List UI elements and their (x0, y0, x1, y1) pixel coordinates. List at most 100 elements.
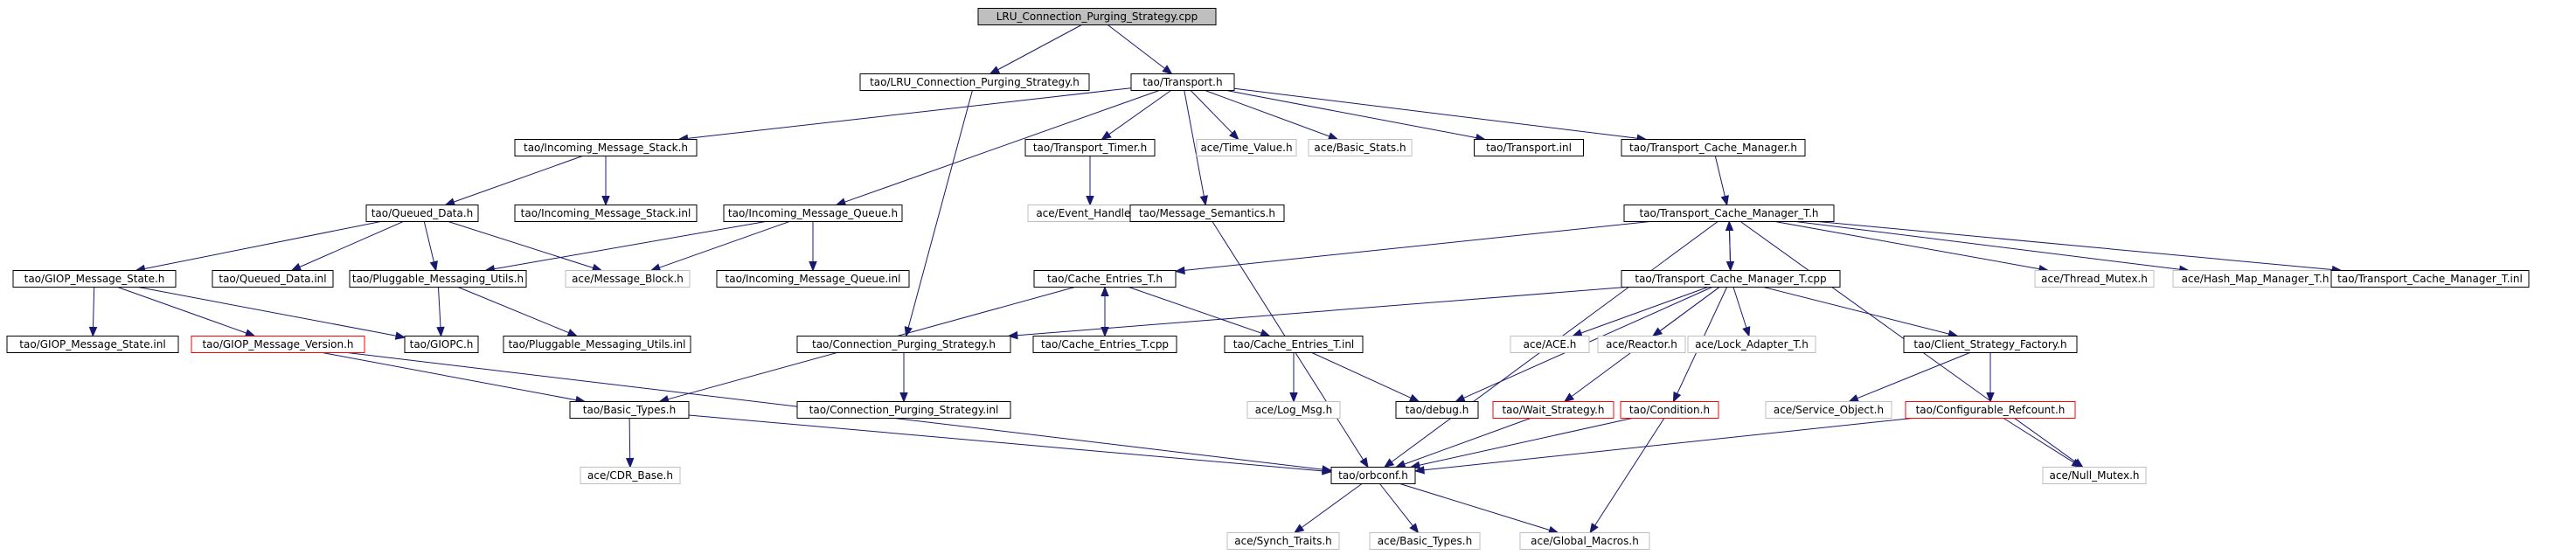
edge-n9-to-n16 (290, 221, 404, 272)
node-label: tao/Message_Semantics.h (1139, 207, 1275, 219)
edge-n45-to-n47 (1293, 483, 1363, 534)
node-n7[interactable]: tao/Transport.inl (1474, 139, 1584, 156)
edge-arrowhead (1086, 196, 1094, 206)
node-box (1129, 205, 1285, 222)
node-n41[interactable]: tao/Condition.h (1620, 401, 1719, 419)
node-box (1621, 270, 1841, 288)
node-n28[interactable]: tao/Pluggable_Messaging_Utils.inl (503, 336, 691, 353)
node-box (859, 73, 1090, 91)
edge-arrowhead (904, 326, 913, 337)
node-n33[interactable]: ace/Reactor.h (1597, 336, 1686, 353)
node-n14[interactable]: tao/Transport_Cache_Manager_T.h (1623, 205, 1835, 222)
edge-line (1108, 90, 1171, 135)
node-n43[interactable]: tao/Configurable_Refcount.h (1905, 401, 2076, 419)
edge-n21-to-n34 (1732, 287, 1751, 337)
node-label: tao/Wait_Strategy.h (1502, 404, 1604, 416)
node-n29[interactable]: tao/Connection_Purging_Strategy.h (796, 336, 1011, 353)
node-n19[interactable]: tao/Incoming_Message_Queue.inl (716, 270, 910, 288)
edge-n29-to-n37 (899, 352, 908, 403)
node-n38[interactable]: ace/Log_Msg.h (1246, 401, 1341, 419)
edge-line (448, 221, 594, 268)
edge-line (1379, 483, 1413, 526)
node-n26[interactable]: tao/GIOP_Message_Version.h (191, 336, 365, 353)
node-n46[interactable]: ace/Null_Mutex.h (2042, 467, 2147, 484)
node-n49[interactable]: ace/Global_Macros.h (1519, 532, 1650, 550)
node-n8[interactable]: tao/Transport_Cache_Manager.h (1621, 139, 1806, 156)
node-n5[interactable]: ace/Time_Value.h (1196, 139, 1297, 156)
edge-n35-to-n43 (1986, 352, 1995, 403)
node-n31[interactable]: tao/Cache_Entries_T.inl (1224, 336, 1364, 353)
node-n47[interactable]: ace/Synch_Traits.h (1226, 532, 1340, 550)
node-n16[interactable]: tao/Queued_Data.inl (212, 270, 334, 288)
edge-n31-to-n39 (1311, 352, 1420, 403)
node-n24[interactable]: tao/Transport_Cache_Manager_T.inl (2330, 270, 2530, 288)
edge-n9-to-n17 (423, 221, 438, 272)
node-n44[interactable]: ace/CDR_Base.h (580, 467, 681, 484)
node-n27[interactable]: tao/GIOPC.h (404, 336, 479, 353)
node-n39[interactable]: tao/debug.h (1395, 401, 1479, 419)
node-label: ace/Message_Block.h (572, 273, 684, 285)
edge-n3-to-n10 (601, 156, 610, 206)
node-n42[interactable]: ace/Service_Object.h (1765, 401, 1892, 419)
edge-n2-to-n13 (1184, 90, 1208, 206)
node-n22[interactable]: ace/Thread_Mutex.h (2034, 270, 2155, 288)
node-n17[interactable]: tao/Pluggable_Messaging_Utils.h (349, 270, 527, 288)
node-n45[interactable]: tao/orbconf.h (1330, 467, 1416, 484)
node-label: tao/debug.h (1406, 404, 1469, 416)
node-n37[interactable]: tao/Connection_Purging_Strategy.inl (796, 401, 1011, 419)
edge-line (1817, 221, 2333, 271)
edge-line (1423, 418, 1913, 471)
node-label: tao/Transport_Cache_Manager_T.inl (2337, 273, 2523, 285)
node-n15[interactable]: tao/GIOP_Message_State.h (12, 270, 177, 288)
edge-line (1233, 87, 1638, 139)
node-box (514, 205, 698, 222)
node-n34[interactable]: ace/Lock_Adapter_T.h (1687, 336, 1816, 353)
edge-line (2003, 418, 2074, 463)
node-n11[interactable]: tao/Incoming_Message_Queue.h (723, 205, 903, 222)
node-n2[interactable]: tao/Transport.h (1130, 73, 1235, 91)
edge-arrowhead (394, 331, 406, 340)
node-n40[interactable]: tao/Wait_Strategy.h (1492, 401, 1614, 419)
edge-n14-to-n24 (1817, 221, 2343, 274)
edge-n30-to-n20 (1101, 286, 1109, 336)
node-label: tao/Basic_Types.h (583, 404, 676, 416)
node-n0[interactable]: LRU_Connection_Purging_Strategy.cpp (977, 8, 1217, 25)
node-n48[interactable]: ace/Basic_Types.h (1369, 532, 1481, 550)
node-n20[interactable]: tao/Cache_Entries_T.h (1033, 270, 1177, 288)
node-n25[interactable]: tao/GIOP_Message_State.inl (6, 336, 179, 353)
node-box (1905, 401, 2076, 419)
node-label: tao/Pluggable_Messaging_Utils.h (352, 273, 524, 285)
node-n23[interactable]: ace/Hash_Map_Manager_T.h (2172, 270, 2338, 288)
node-n30[interactable]: tao/Cache_Entries_T.cpp (1032, 336, 1177, 353)
edge-n0-to-n1 (989, 24, 1082, 75)
node-n32[interactable]: ace/ACE.h (1510, 336, 1590, 353)
edge-line (1311, 352, 1412, 399)
edge-n3-to-n9 (444, 156, 583, 206)
edge-line (1594, 418, 1665, 526)
edge-n2-to-n8 (1233, 87, 1648, 142)
node-box (2330, 270, 2530, 288)
node-n1[interactable]: tao/LRU_Connection_Purging_Strategy.h (859, 73, 1090, 91)
node-n6[interactable]: ace/Basic_Stats.h (1308, 139, 1413, 156)
edge-n21-to-n32 (1571, 287, 1708, 337)
node-label: ace/ACE.h (1524, 338, 1577, 350)
edge-arrowhead (444, 198, 456, 206)
node-n4[interactable]: tao/Transport_Timer.h (1024, 139, 1156, 156)
node-n3[interactable]: tao/Incoming_Message_Stack.h (514, 139, 698, 156)
node-n21[interactable]: tao/Transport_Cache_Manager_T.cpp (1621, 270, 1841, 288)
edge-arrowhead (1289, 392, 1298, 403)
node-n9[interactable]: tao/Queued_Data.h (365, 205, 479, 222)
node-n36[interactable]: tao/Basic_Types.h (569, 401, 690, 419)
edge-arrowhead (1162, 65, 1173, 75)
edge-arrowhead (989, 66, 1001, 75)
node-n35[interactable]: tao/Client_Strategy_Factory.h (1903, 336, 2078, 353)
node-n13[interactable]: tao/Message_Semantics.h (1129, 205, 1285, 222)
edge-n2-to-n7 (1226, 90, 1487, 142)
node-n10[interactable]: tao/Incoming_Message_Stack.inl (514, 205, 698, 222)
node-n18[interactable]: ace/Message_Block.h (565, 270, 691, 288)
edge-line (144, 221, 381, 269)
edge-arrowhead (649, 263, 662, 272)
edge-arrowhead (809, 261, 817, 272)
node-n12[interactable]: ace/Event_Handler.h (1027, 205, 1153, 222)
